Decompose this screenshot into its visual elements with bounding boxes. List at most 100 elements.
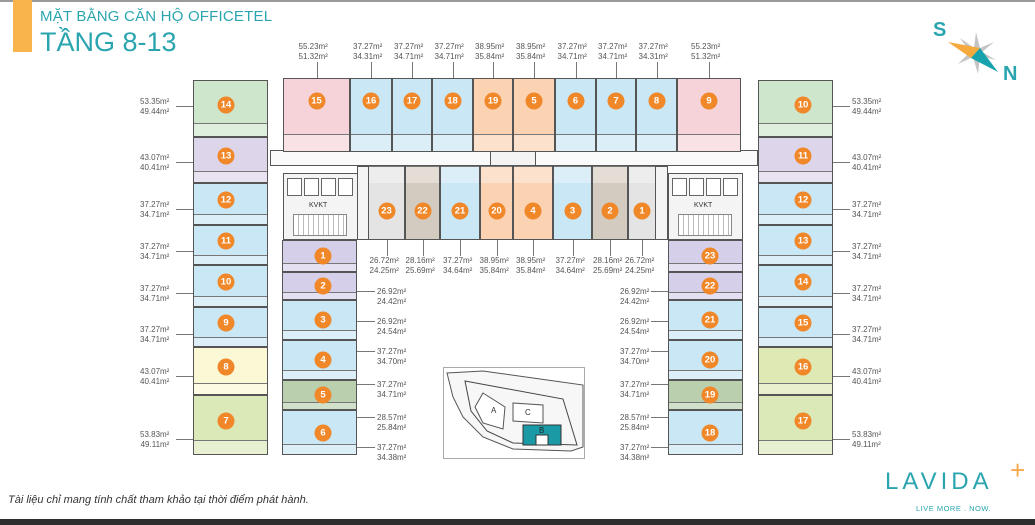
net-area: 34.71m² [852,335,882,344]
brand-tagline: LIVE MORE . NOW. [916,504,992,513]
unit-number-badge: 17 [794,412,812,430]
leader-line [642,240,643,256]
gross-area: 26.92m² [377,317,407,326]
unit-number-badge: 3 [564,202,581,220]
unit-top-8 [636,78,677,152]
unit-right_outer-10 [758,80,833,137]
unit-number-badge: 2 [601,202,619,220]
unit-right_outer-17 [758,395,833,455]
unit-number-badge: 23 [378,202,395,220]
net-area: 40.41m² [140,377,170,386]
bathroom-area [283,443,356,454]
elevator-right [723,178,738,196]
leader-line [357,384,375,385]
unit-number-badge: 3 [314,311,332,329]
gross-area: 37.27m² [377,347,407,356]
gross-area: 37.27m² [434,42,464,51]
unit-left_inner-4 [282,340,357,380]
leader-line [656,62,658,78]
staircase-left [293,214,347,236]
gross-area: 37.27m² [852,325,882,334]
leader-line [651,291,668,292]
leader-line [833,439,850,440]
unit-number-badge: 15 [308,92,325,110]
leader-line [651,447,668,448]
gross-area: 37.27m² [557,42,587,51]
net-area: 34.71m² [140,210,170,219]
bathroom-area [369,166,404,184]
gross-area: 53.83m² [852,430,882,439]
unit-number-badge: 19 [701,386,719,404]
leader-line [651,321,668,322]
net-area: 24.42m² [377,297,407,306]
unit-number-badge: 10 [794,96,812,113]
unit-top-15 [283,78,350,152]
staircase-right [678,214,732,236]
gross-area: 37.27m² [598,42,628,51]
bathroom-area [194,122,267,136]
unit-number-badge: 7 [217,412,235,430]
leader-line [496,240,498,256]
unit-number-badge: 21 [701,311,719,329]
compass-south-label: S [933,19,946,41]
gross-area: 37.27m² [140,200,170,209]
unit-right_inner-19 [668,380,743,410]
bathroom-area [669,369,742,379]
gross-area: 26.92m² [620,317,650,326]
bathroom-area [629,166,655,184]
gross-area: 53.83m² [140,430,170,439]
bathroom-area [556,134,595,151]
bathroom-area [406,166,439,184]
net-area: 34.31m² [353,52,383,61]
top-border [0,0,1035,2]
elevator-left [287,178,302,196]
bathroom-area [194,296,267,306]
bathroom-area [597,134,635,151]
unit-top-17 [392,78,432,152]
leader-line [833,376,850,377]
net-area: 25.69m² [593,266,623,275]
bathroom-area [474,134,512,151]
net-area: 24.25m² [369,266,399,275]
site-location-map: A B C [443,367,585,464]
gross-area: 37.27m² [852,242,882,251]
net-area: 34.38m² [620,453,650,462]
unit-number-badge: 22 [701,277,719,295]
bathroom-area [669,263,742,271]
net-area: 25.84m² [377,423,407,432]
unit-middle-22 [405,165,440,240]
gross-area: 26.72m² [625,256,655,265]
bathroom-area [433,134,472,151]
leader-line [176,106,193,107]
bathroom-area [669,443,742,454]
net-area: 34.70m² [377,357,407,366]
gross-area: 37.27m² [377,380,407,389]
unit-number-badge: 13 [217,147,235,165]
gross-area: 37.27m² [140,284,170,293]
leader-line [176,209,193,210]
net-area: 24.54m² [377,327,407,336]
net-area: 35.84m² [516,52,546,61]
gross-area: 26.92m² [377,287,407,296]
net-area: 25.69m² [405,266,435,275]
unit-number-badge: 12 [217,191,235,209]
unit-number-badge: 10 [217,273,235,291]
gross-area: 28.57m² [377,413,407,422]
